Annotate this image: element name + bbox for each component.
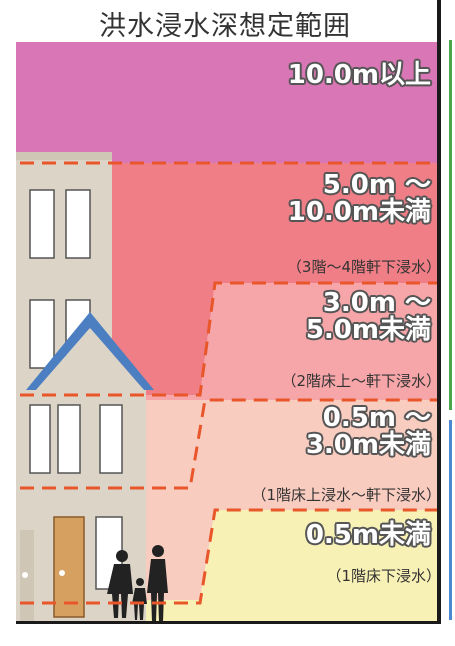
door [53,516,85,618]
edge-strip-green [449,40,452,410]
label-5-10m: 5.0m ～ 10.0m未満 [287,170,431,228]
band-label-line1: 3.0m ～ [322,288,431,318]
note-0.5-3m: （1階床上浸水～軒下浸水） [251,486,441,504]
boundary-3m [20,281,437,397]
band-label-line2: 3.0m未満 [305,430,431,461]
band-label-line1: 5.0m ～ [322,170,431,200]
label-3-5m: 3.0m ～ 5.0m未満 [305,288,431,346]
ground-line [16,621,441,624]
roof [26,312,154,390]
label-10m-plus: 10.0m以上 [287,60,431,90]
diagram-title: 洪水浸水深想定範囲 [99,11,351,42]
band-label-line1: 10.0m以上 [287,60,431,90]
boundary-0.5m-upper [20,398,437,490]
label-under-0.5m: 0.5m未満 [305,520,431,550]
band-5-10m [16,163,437,395]
band-10m-plus [16,42,437,163]
boundary-lines [20,161,437,605]
band-label-line1: 0.5m ～ [322,403,431,433]
note-3-5m: （2階床上～軒下浸水） [281,372,441,390]
band-label-line1: 0.5m未満 [305,520,431,550]
band-label-line2: 10.0m未満 [287,197,431,228]
band-3-5m-fill [200,283,437,400]
note-5-10m: （3階～4階軒下浸水） [286,258,441,276]
band-0.5-3m-fill [205,510,437,600]
note-under-0.5m: （1階床下浸水） [326,567,441,585]
edge-strip-blue [449,420,452,620]
frame-right [437,0,441,623]
building [16,152,154,622]
label-0.5-3m: 0.5m ～ 3.0m未満 [305,403,431,461]
band-label-line2: 5.0m未満 [305,315,431,346]
boundary-0.5m [20,508,437,605]
